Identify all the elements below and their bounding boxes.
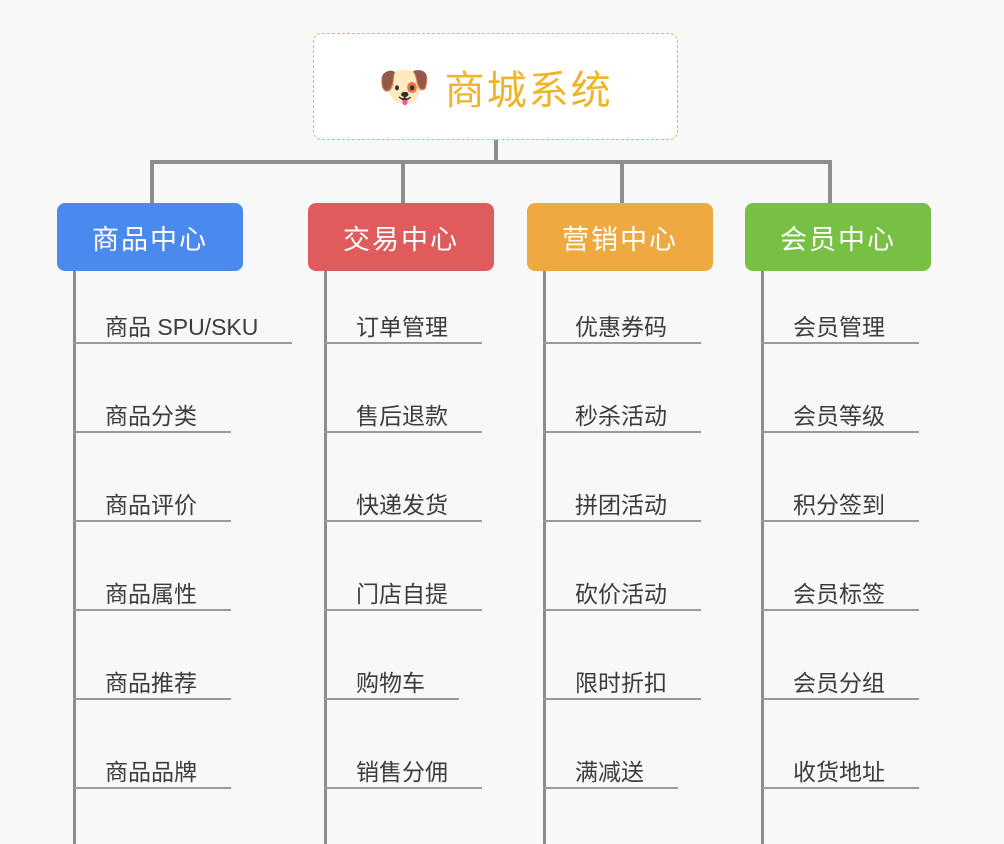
leaf-item[interactable]: 会员标签 [761,575,919,611]
leaf-item[interactable]: 门店自提 [324,575,482,611]
category-header-label: 营销中心 [562,224,678,255]
leaf-item[interactable]: 会员等级 [761,397,919,433]
root-title: 商城系统 [444,68,613,113]
leaf-item[interactable]: 满减送 [543,753,678,789]
leaf-label: 会员分组 [793,669,885,696]
leaf-label: 秒杀活动 [575,402,667,429]
leaf-item[interactable]: 拼团活动 [543,486,701,522]
leaf-label: 快递发货 [356,491,448,518]
leaf-item[interactable]: 快递发货 [324,486,482,522]
leaf-label: 订单管理 [356,313,448,340]
horizontal-bus-connector [152,160,830,164]
category-header-1[interactable]: 商品中心 [57,203,243,271]
drop-connector-3 [620,160,624,203]
leaf-label: 拼团活动 [575,491,667,518]
leaf-label: 购物车 [356,669,425,696]
leaf-label: 商品 SPU/SKU [105,313,259,340]
leaf-item[interactable]: 购物车 [324,664,459,700]
leaf-item[interactable]: 收货地址 [761,753,919,789]
column-spine [324,271,327,844]
leaf-label: 门店自提 [356,580,448,607]
leaf-item[interactable]: 砍价活动 [543,575,701,611]
leaf-label: 商品推荐 [105,669,197,696]
leaf-item[interactable]: 商品属性 [73,575,231,611]
leaf-label: 积分签到 [793,491,885,518]
leaf-item[interactable]: 商品 SPU/SKU [73,308,292,344]
leaf-label: 商品属性 [105,580,197,607]
category-header-4[interactable]: 会员中心 [745,203,931,271]
column-spine [761,271,764,844]
category-header-label: 交易中心 [343,224,459,255]
leaf-item[interactable]: 售后退款 [324,397,482,433]
leaf-label: 售后退款 [356,402,448,429]
leaf-label: 会员等级 [793,402,885,429]
leaf-item[interactable]: 限时折扣 [543,664,701,700]
leaf-item[interactable]: 销售分佣 [324,753,482,789]
drop-connector-2 [401,160,405,203]
leaf-item[interactable]: 积分签到 [761,486,919,522]
drop-connector-4 [828,160,832,203]
leaf-item[interactable]: 商品品牌 [73,753,231,789]
category-header-label: 会员中心 [780,224,896,255]
leaf-label: 会员标签 [793,580,885,607]
column-spine [543,271,546,844]
leaf-item[interactable]: 会员分组 [761,664,919,700]
leaf-label: 优惠券码 [575,313,667,340]
root-stem-connector [494,140,498,162]
leaf-label: 限时折扣 [575,669,667,696]
category-header-label: 商品中心 [92,224,208,255]
leaf-label: 商品评价 [105,491,197,518]
root-node[interactable]: 🐶 商城系统 [313,33,678,140]
leaf-label: 收货地址 [793,758,885,785]
leaf-item[interactable]: 商品推荐 [73,664,231,700]
leaf-item[interactable]: 商品分类 [73,397,231,433]
leaf-label: 会员管理 [793,313,885,340]
leaf-label: 砍价活动 [575,580,667,607]
dog-face-icon: 🐶 [378,62,431,110]
leaf-item[interactable]: 会员管理 [761,308,919,344]
leaf-label: 满减送 [575,758,644,785]
category-header-3[interactable]: 营销中心 [527,203,713,271]
leaf-item[interactable]: 秒杀活动 [543,397,701,433]
category-header-2[interactable]: 交易中心 [308,203,494,271]
leaf-label: 商品分类 [105,402,197,429]
leaf-item[interactable]: 优惠券码 [543,308,701,344]
leaf-label: 销售分佣 [356,758,448,785]
leaf-label: 商品品牌 [105,758,197,785]
column-spine [73,271,76,844]
leaf-item[interactable]: 商品评价 [73,486,231,522]
drop-connector-1 [150,160,154,203]
leaf-item[interactable]: 订单管理 [324,308,482,344]
